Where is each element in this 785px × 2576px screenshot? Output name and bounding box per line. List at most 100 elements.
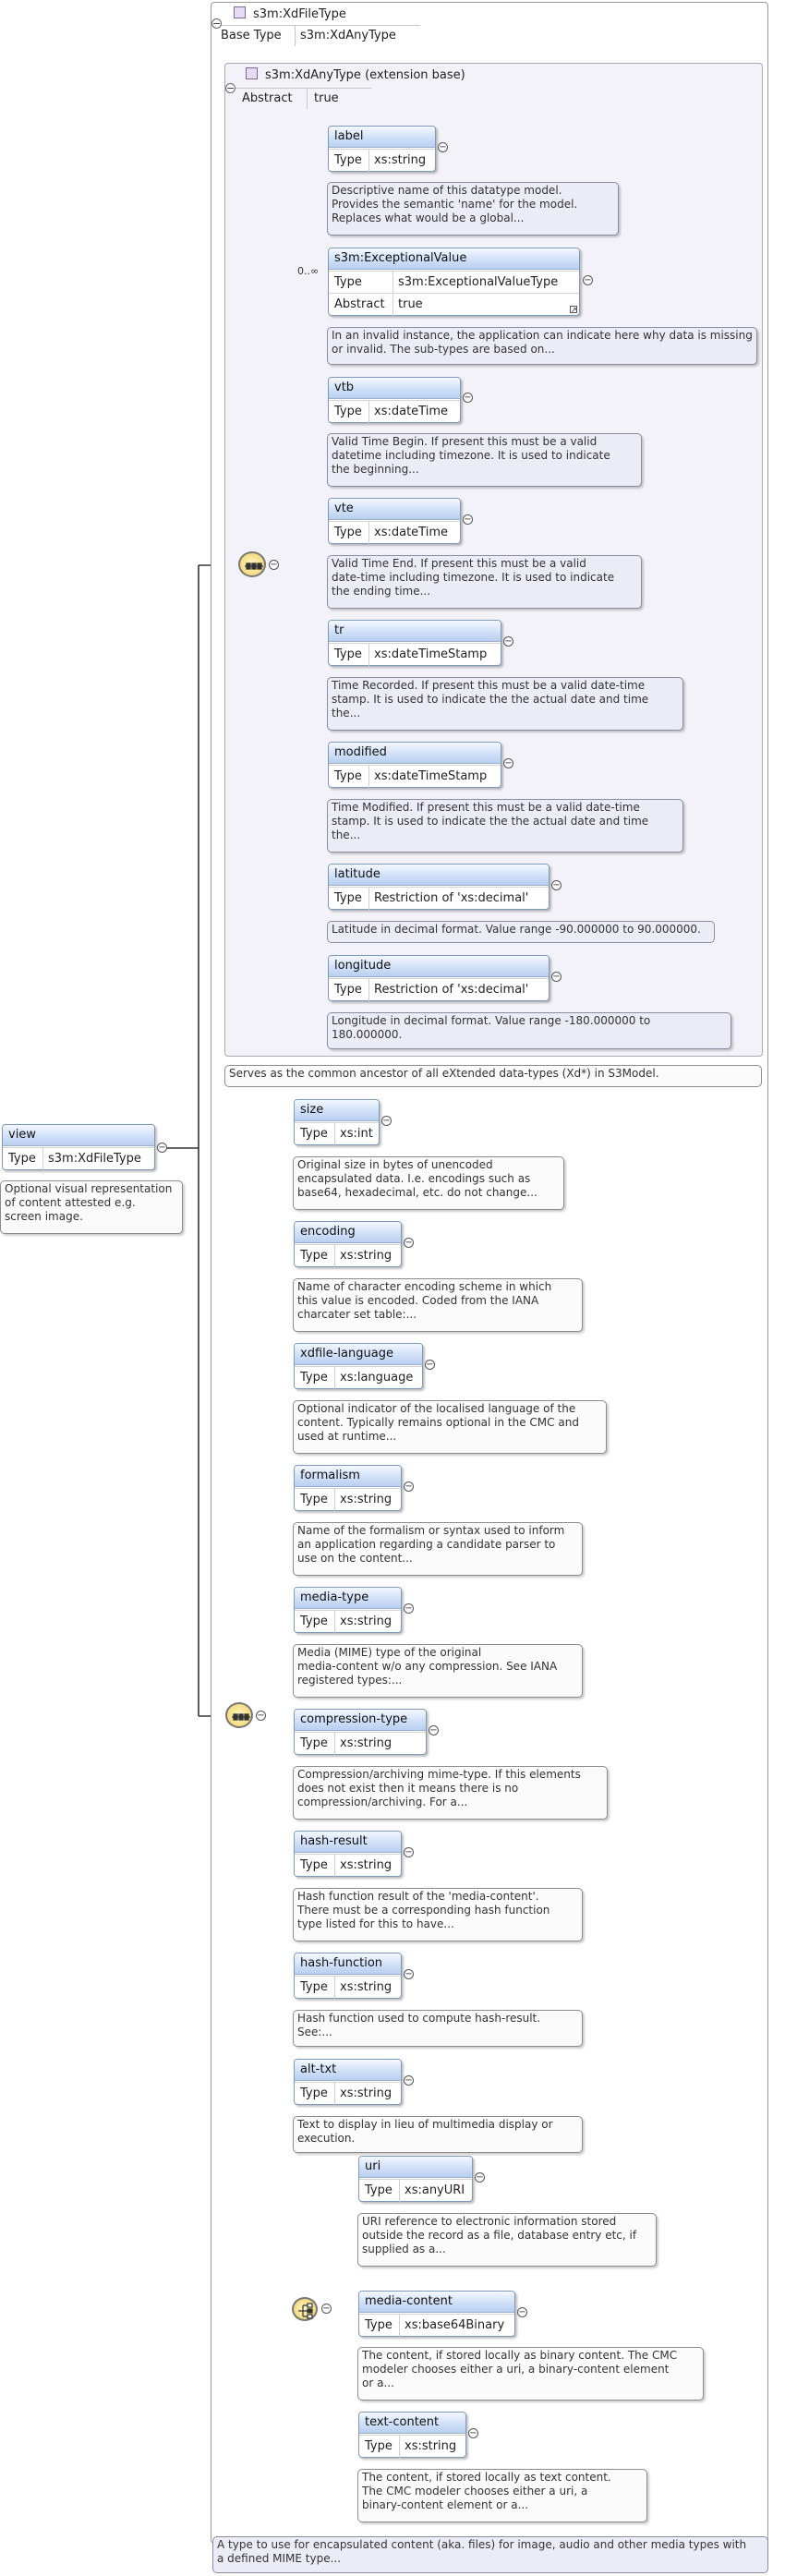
connector-circle-icon[interactable]: − (503, 758, 513, 768)
abstract-label: Abstract (334, 297, 385, 311)
type-label: Type (365, 2183, 392, 2197)
element-formalism[interactable]: formalism Type xs:string (294, 1465, 402, 1511)
element-note: URI reference to electronic information … (357, 2213, 657, 2267)
element-vtb[interactable]: vtb Type xs:dateTime (328, 377, 461, 423)
type-label: Type (334, 769, 362, 783)
element-name: encoding (300, 1225, 356, 1239)
connector-circle-icon[interactable]: − (583, 275, 593, 285)
element-view[interactable]: view Type s3m:XdFileType (2, 1124, 155, 1170)
connector-circle-icon[interactable]: − (463, 514, 473, 525)
connector-circle-icon[interactable]: − (256, 1711, 266, 1721)
element-encoding[interactable]: encoding Type xs:string (294, 1221, 402, 1267)
connector-circle-icon[interactable]: − (404, 1847, 414, 1857)
connector-circle-icon[interactable]: − (517, 2307, 527, 2317)
type-value: xs:string (340, 1493, 392, 1506)
connector-circle-icon[interactable]: − (551, 880, 562, 890)
type-value: xs:string (374, 153, 427, 167)
square-type-icon (246, 67, 258, 79)
square-type-icon (234, 6, 246, 18)
element-media-type[interactable]: media-type Type xs:string (294, 1587, 402, 1633)
xdfiletype-name: s3m:XdFileType (253, 7, 346, 21)
element-note: Descriptive name of this datatype model.… (327, 182, 619, 236)
element-name: compression-type (300, 1712, 408, 1726)
element-name: modified (334, 745, 387, 759)
connector-circle-icon[interactable]: − (468, 2428, 478, 2438)
connector-circle-icon[interactable]: − (429, 1725, 439, 1735)
element-note: Name of character encoding scheme in whi… (293, 1278, 583, 1332)
xdanytype-note: Serves as the common ancestor of all eXt… (224, 1065, 762, 1087)
collapse-expander-icon[interactable]: − (211, 18, 222, 30)
connector-circle-icon[interactable]: − (463, 393, 473, 403)
extension-arrow-icon[interactable]: ↗ (570, 306, 577, 314)
connector-circle-icon[interactable]: − (551, 972, 562, 982)
connector-circle-icon[interactable]: − (425, 1360, 435, 1370)
type-label: Type (334, 891, 362, 905)
element-text-content[interactable]: text-content Type xs:string (358, 2412, 466, 2458)
element-hash-function[interactable]: hash-function Type xs:string (294, 1953, 402, 1999)
abstract-value: true (398, 297, 423, 311)
connector-circle-icon[interactable]: − (404, 1482, 414, 1492)
connector-circle-icon[interactable]: − (157, 1143, 167, 1153)
connector-circle-icon[interactable]: − (404, 1603, 414, 1614)
connector-circle-icon[interactable]: − (381, 1116, 392, 1126)
connector-circle-icon[interactable]: − (321, 2304, 332, 2314)
element-note: Time Recorded. If present this must be a… (327, 677, 683, 731)
element-latitude[interactable]: latitude Type Restriction of 'xs:decimal… (328, 864, 550, 910)
element-name: media-content (365, 2294, 453, 2308)
abstract-value: true (314, 91, 339, 105)
sequence-compositor-icon[interactable] (225, 1702, 253, 1728)
element-longitude[interactable]: longitude Type Restriction of 'xs:decima… (328, 955, 550, 1001)
type-value: xs:string (340, 1249, 392, 1263)
type-label: Type (300, 1858, 328, 1872)
connector-circle-icon[interactable]: − (404, 2075, 414, 2086)
element-note: Hash function used to compute hash-resul… (293, 2010, 583, 2047)
xdanytype-name: s3m:XdAnyType (extension base) (265, 68, 465, 82)
connector-circle-icon[interactable]: − (475, 2172, 485, 2183)
element-name: size (300, 1103, 324, 1117)
element-note: Valid Time End. If present this must be … (327, 555, 642, 609)
element-xdfile-language[interactable]: xdfile-language Type xs:language (294, 1343, 423, 1389)
type-label: Type (365, 2439, 392, 2453)
element-hash-result[interactable]: hash-result Type xs:string (294, 1831, 402, 1877)
type-label: Type (300, 2086, 328, 2100)
element-exceptional-value[interactable]: s3m:ExceptionalValue Type s3m:Exceptiona… (328, 248, 580, 316)
type-value: xs:int (340, 1127, 373, 1141)
element-modified[interactable]: modified Type xs:dateTimeStamp (328, 742, 501, 788)
element-compression-type[interactable]: compression-type Type xs:string (294, 1709, 427, 1755)
element-note: Longitude in decimal format. Value range… (327, 1012, 731, 1049)
element-name: s3m:ExceptionalValue (334, 251, 467, 265)
type-label: Type (300, 1980, 328, 1994)
element-name: longitude (334, 959, 392, 973)
choice-compositor-icon[interactable] (292, 2297, 318, 2321)
type-label: Type (300, 1493, 328, 1506)
element-label[interactable]: label Type xs:string (328, 126, 436, 172)
element-note: Hash function result of the 'media-conte… (293, 1888, 583, 1941)
type-value: xs:string (340, 1736, 392, 1750)
type-label: Type (300, 1249, 328, 1263)
element-note: Name of the formalism or syntax used to … (293, 1522, 583, 1576)
collapse-expander-icon[interactable]: − (225, 82, 236, 94)
connector-circle-icon[interactable]: − (269, 560, 279, 570)
connector-circle-icon[interactable]: − (503, 636, 513, 647)
type-value: Restriction of 'xs:decimal' (374, 983, 529, 997)
element-name: formalism (300, 1469, 360, 1482)
element-name: label (334, 129, 364, 143)
element-alt-txt[interactable]: alt-txt Type xs:string (294, 2059, 402, 2105)
type-label: Type (334, 647, 362, 661)
connector-circle-icon[interactable]: − (438, 142, 448, 152)
element-size[interactable]: size Type xs:int (294, 1099, 380, 1145)
type-label: Type (8, 1152, 36, 1166)
connector-circle-icon[interactable]: − (404, 1969, 414, 1979)
element-note: The content, if stored locally as binary… (357, 2347, 704, 2401)
element-note: Time Modified. If present this must be a… (327, 799, 683, 853)
base-type-label: Base Type (221, 29, 282, 42)
sequence-compositor-icon[interactable] (238, 551, 266, 577)
element-uri[interactable]: uri Type xs:anyURI (358, 2156, 473, 2202)
element-media-content[interactable]: media-content Type xs:base64Binary (358, 2291, 515, 2337)
element-name: media-type (300, 1590, 369, 1604)
xdfiletype-note: A type to use for encapsulated content (… (212, 2536, 768, 2573)
connector-circle-icon[interactable]: − (404, 1238, 414, 1248)
type-value: Restriction of 'xs:decimal' (374, 891, 529, 905)
element-tr[interactable]: tr Type xs:dateTimeStamp (328, 620, 501, 666)
element-vte[interactable]: vte Type xs:dateTime (328, 498, 461, 544)
